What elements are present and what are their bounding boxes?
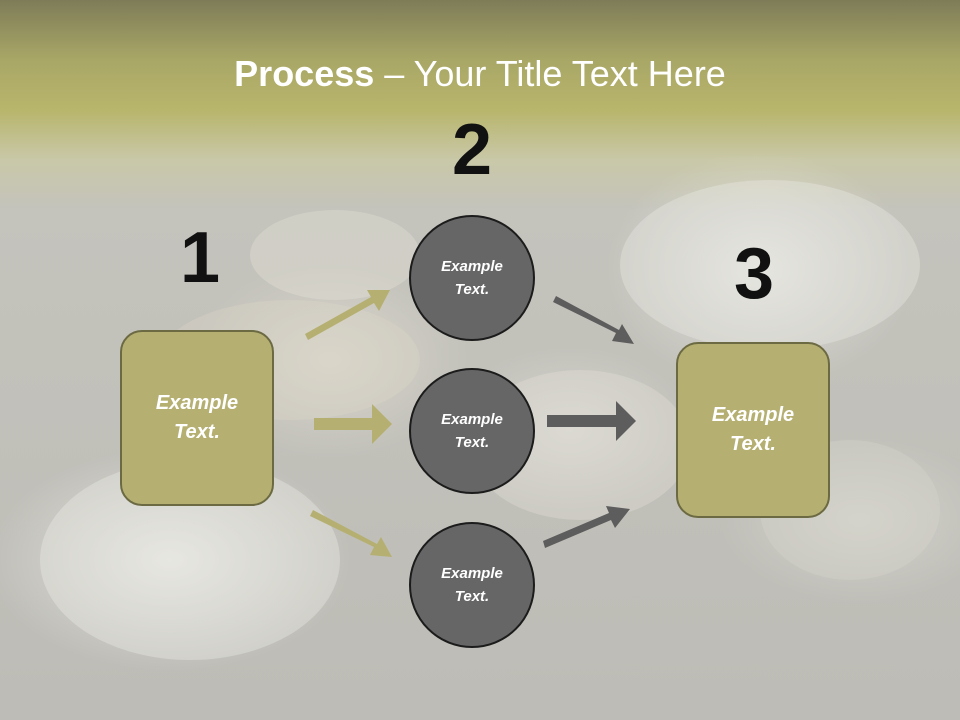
arrow-from-middle-circle bbox=[547, 401, 636, 441]
slide-title: Process – Your Title Text Here bbox=[0, 52, 960, 96]
step-2-text-top: Example Text. bbox=[441, 258, 503, 298]
arrow-from-top-circle bbox=[553, 296, 634, 344]
title-bold: Process bbox=[234, 53, 375, 94]
step-3-box: Example Text. bbox=[676, 342, 830, 518]
step-2-circle-top: Example Text. bbox=[409, 215, 535, 341]
background-towel-shape bbox=[620, 180, 920, 350]
step-1-text: Example Text. bbox=[155, 392, 239, 443]
title-rest: – Your Title Text Here bbox=[374, 53, 726, 94]
step-1-box: Example Text. bbox=[120, 330, 274, 506]
step-2-text-bottom: Example Text. bbox=[441, 565, 503, 605]
arrow-to-middle-circle bbox=[314, 404, 392, 444]
step-number-2: 2 bbox=[451, 110, 493, 190]
step-2-circle-middle: Example Text. bbox=[409, 368, 535, 494]
background-bowl-shape bbox=[250, 210, 420, 300]
step-2-text-middle: Example Text. bbox=[441, 411, 503, 451]
step-2-circle-bottom: Example Text. bbox=[409, 522, 535, 648]
step-number-1: 1 bbox=[179, 218, 221, 298]
step-3-text: Example Text. bbox=[711, 404, 795, 455]
arrow-from-bottom-circle bbox=[543, 506, 630, 548]
arrow-to-bottom-circle bbox=[310, 510, 392, 557]
step-number-3: 3 bbox=[733, 234, 775, 314]
arrow-to-top-circle bbox=[305, 290, 390, 340]
